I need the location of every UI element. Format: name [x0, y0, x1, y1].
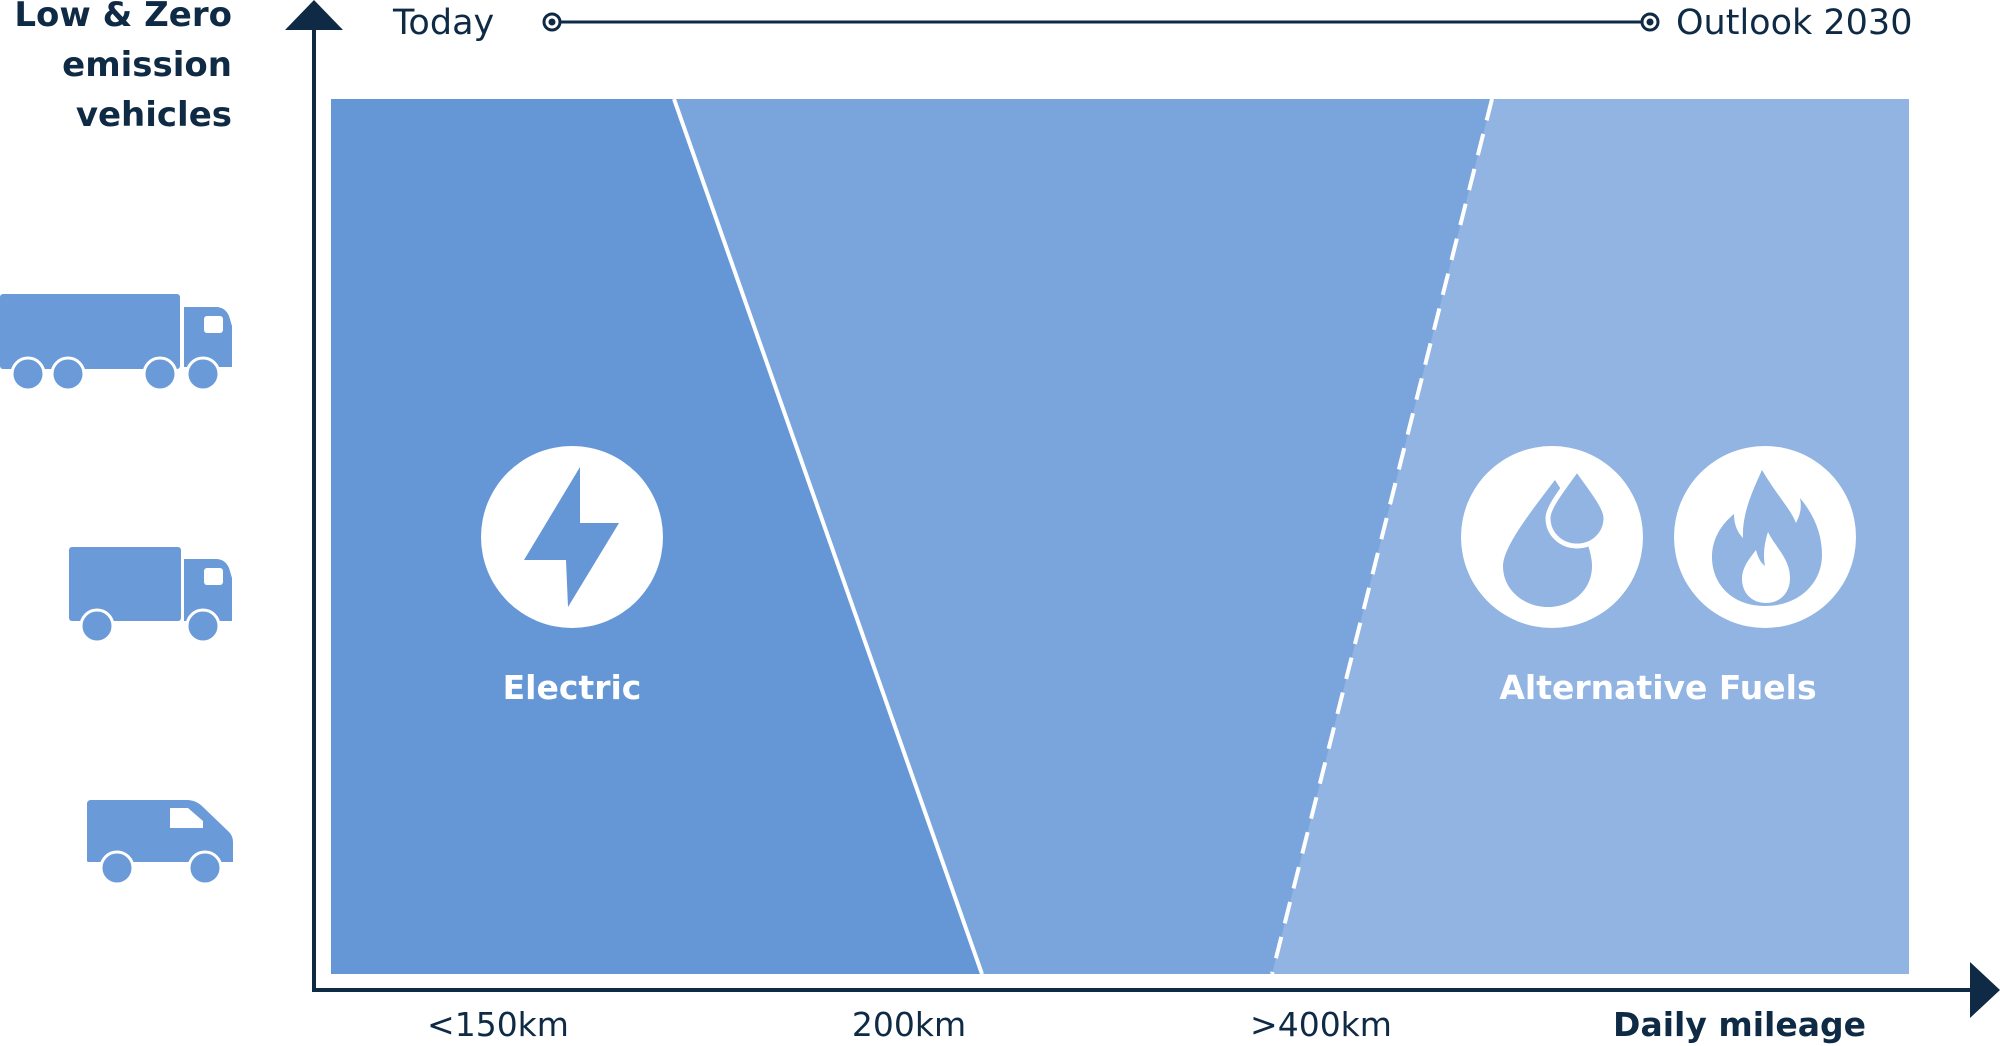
- electric-boundary-line: [672, 98, 984, 975]
- electric-label: Electric: [503, 668, 642, 707]
- y-axis: [285, 0, 343, 990]
- timeline-end-marker: [1640, 12, 1660, 32]
- y-axis-label: Low & Zero emission vehicles: [14, 0, 232, 135]
- y-axis-label-line-2: emission: [62, 45, 232, 85]
- alternative-boundary-dashed-line: [1270, 98, 1494, 975]
- fuel-drops-icon: [1461, 446, 1643, 628]
- timeline-end-label: Outlook 2030: [1676, 3, 1912, 43]
- medium-truck-icon: [69, 547, 232, 644]
- y-axis-arrowhead: [285, 0, 343, 30]
- y-axis-label-line-1: Low & Zero: [14, 0, 232, 35]
- timeline: Today Outlook 2030: [392, 3, 1912, 43]
- x-tick-label: >400km: [1250, 1005, 1392, 1044]
- timeline-start-label: Today: [392, 3, 494, 43]
- x-tick-label: <150km: [427, 1005, 569, 1044]
- x-axis-title: Daily mileage: [1613, 1005, 1866, 1044]
- lightning-icon: [481, 446, 663, 628]
- timeline-start-marker: [542, 12, 562, 32]
- x-tick-label: 200km: [852, 1005, 966, 1044]
- alternative-fuels-label: Alternative Fuels: [1499, 668, 1816, 707]
- x-axis-arrowhead: [1970, 962, 2000, 1018]
- van-icon: [87, 800, 233, 886]
- flame-icon: [1674, 446, 1856, 628]
- x-axis: [312, 962, 2000, 1018]
- y-axis-label-line-3: vehicles: [76, 95, 232, 135]
- heavy-truck-icon: [0, 294, 232, 392]
